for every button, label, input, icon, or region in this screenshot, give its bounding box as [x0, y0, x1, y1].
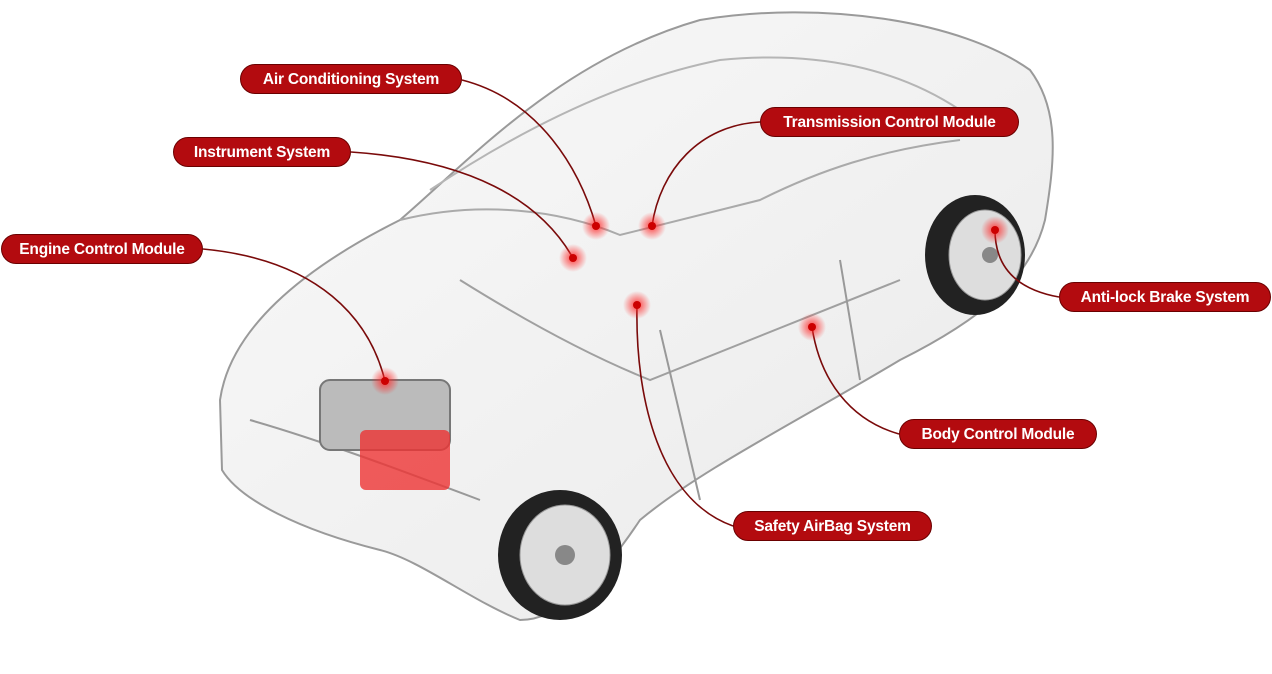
label-body-control-module[interactable]: Body Control Module [899, 419, 1097, 449]
rear-wheel [925, 195, 1025, 315]
label-safety-airbag-system[interactable]: Safety AirBag System [733, 511, 932, 541]
front-wheel [498, 490, 622, 620]
label-air-conditioning-system[interactable]: Air Conditioning System [240, 64, 462, 94]
label-anti-lock-brake-system[interactable]: Anti-lock Brake System [1059, 282, 1271, 312]
hotspot-dots [371, 212, 1009, 395]
label-instrument-system[interactable]: Instrument System [173, 137, 351, 167]
label-transmission-control-module[interactable]: Transmission Control Module [760, 107, 1019, 137]
engine-block [319, 379, 451, 490]
label-engine-control-module[interactable]: Engine Control Module [1, 234, 203, 264]
leader-lines [202, 79, 1060, 527]
